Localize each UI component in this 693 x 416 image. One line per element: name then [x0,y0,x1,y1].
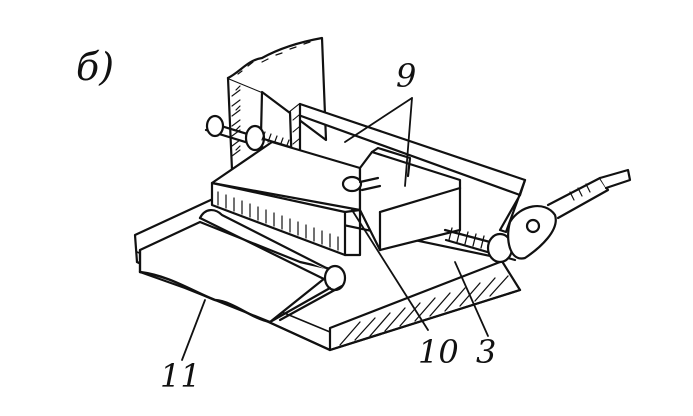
callout-3: 3 [476,333,497,371]
callout-11: 11 [160,357,201,395]
figure-label: б) [76,45,115,89]
handle-rod [198,209,347,324]
leader-lines [181,97,489,361]
callout-10: 10 [418,333,459,371]
movable-jaw [210,140,362,257]
right-screw-handle [443,168,632,264]
fixed-jaw-block [341,146,462,252]
callout-9: 9 [396,57,417,95]
